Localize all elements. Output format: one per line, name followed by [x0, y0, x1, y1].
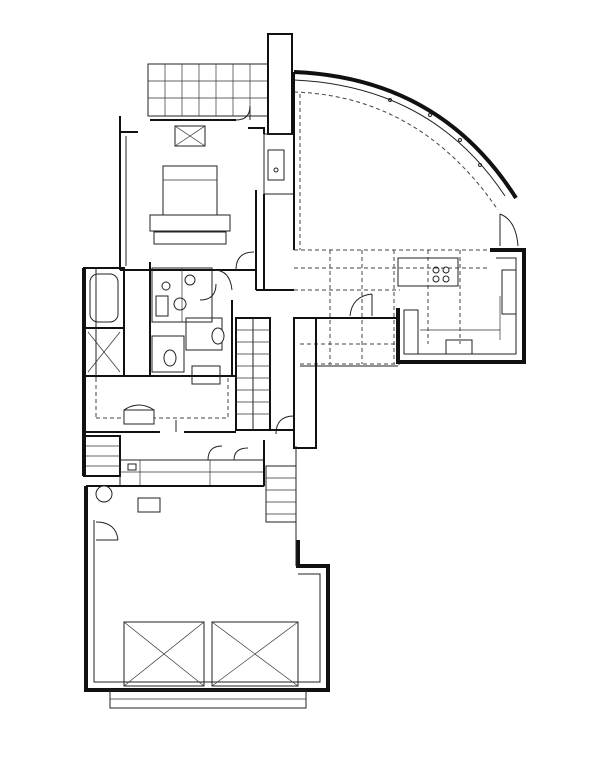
- bathrooms: [83, 262, 233, 377]
- main-bedroom: [119, 105, 265, 271]
- curved-sunroom: [293, 70, 519, 250]
- chimney-column: [263, 33, 295, 195]
- central-hall: [84, 194, 317, 449]
- garage: [84, 446, 330, 709]
- west-wall: [82, 268, 97, 436]
- main-stair: [235, 317, 271, 431]
- kitchen-dining-area: [294, 248, 526, 367]
- rear-stair: [265, 465, 297, 523]
- mudroom-laundry: [82, 435, 265, 487]
